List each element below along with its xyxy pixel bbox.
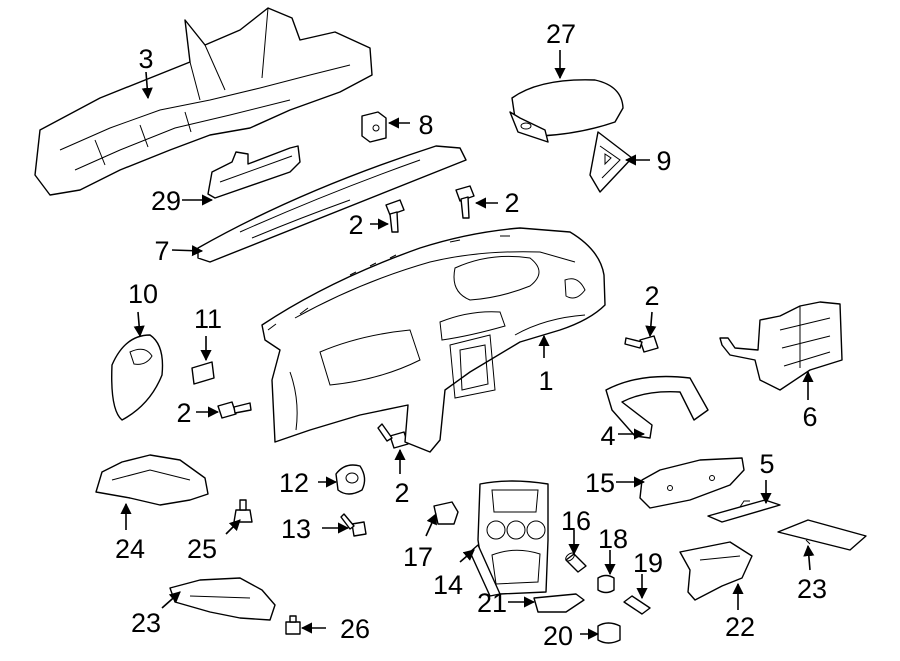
callout-8: 8 [418,110,433,140]
part-22-lower-panel [679,541,753,601]
callout-24: 23 [797,574,827,604]
callout-9: 9 [656,146,671,176]
callout-2-c: 2 [644,281,659,311]
part-25-lower-panel [95,454,209,506]
callout-17: 17 [403,542,433,572]
callout-13: 13 [281,514,311,544]
callout-labels: 3 8 27 9 29 2 2 7 10 11 2 1 2 4 6 12 2 5… [115,19,827,651]
part-2-bolt-b [455,185,475,219]
callout-14: 14 [433,570,463,600]
part-28-lid [509,79,624,143]
callout-23: 23 [131,608,161,638]
part-5-strip [707,499,781,523]
part-4-trim-bezel [605,375,709,439]
part-21-plate [533,593,585,613]
callout-28: 27 [546,19,576,49]
callout-7: 7 [154,236,169,266]
callout-3: 3 [138,44,153,74]
callout-22: 22 [725,612,755,642]
part-10-side-cover [111,334,164,421]
part-12-knob [335,464,366,495]
callout-21: 21 [477,588,507,618]
callout-27: 26 [340,614,370,644]
leader-lines [120,50,815,640]
part-7-top-trim [197,145,467,263]
callout-2-b: 2 [504,188,519,218]
part-15-panel [639,457,745,509]
part-16-cylinder [565,552,587,573]
part-9-end-cap [589,131,633,193]
part-29-bracket [207,145,301,199]
callout-29: 29 [151,186,181,216]
part-2-bolt-e [377,423,409,449]
part-13-bolt [340,513,367,537]
callout-19: 19 [633,548,663,578]
callout-26: 25 [187,534,217,564]
callout-2-d: 2 [176,398,191,428]
part-24-panel [777,519,867,551]
part-2-bolt-c [624,335,659,353]
part-2-bolt-a [385,199,405,233]
callout-10: 10 [128,279,158,309]
callout-4: 4 [600,421,615,451]
callout-18: 18 [598,524,628,554]
callout-6: 6 [802,402,817,432]
part-3-support-beam [34,7,373,196]
part-26-fastener [233,499,253,523]
part-19-cylinder [623,595,651,615]
callout-20: 20 [543,621,573,651]
callout-16: 16 [561,506,591,536]
part-18-cap [597,574,615,594]
callout-11: 11 [194,304,222,334]
part-6-side-bracket [719,301,843,391]
callout-5: 5 [759,449,774,479]
part-17-clip [433,501,459,525]
part-23-lower-panel [169,577,276,621]
part-27-fastener [285,615,301,635]
part-14-console-bezel [469,480,549,597]
callout-12: 12 [279,468,309,498]
callout-2-a: 2 [348,210,363,240]
callout-15: 15 [585,468,615,498]
callout-1: 1 [538,366,553,396]
part-8-clip [361,111,387,143]
part-20-cap [597,622,621,644]
callout-25: 24 [115,534,145,564]
part-2-bolt-d [217,401,252,419]
part-1-instrument-panel [261,227,606,453]
callout-2-e: 2 [394,478,409,508]
part-11-clip [191,361,215,385]
